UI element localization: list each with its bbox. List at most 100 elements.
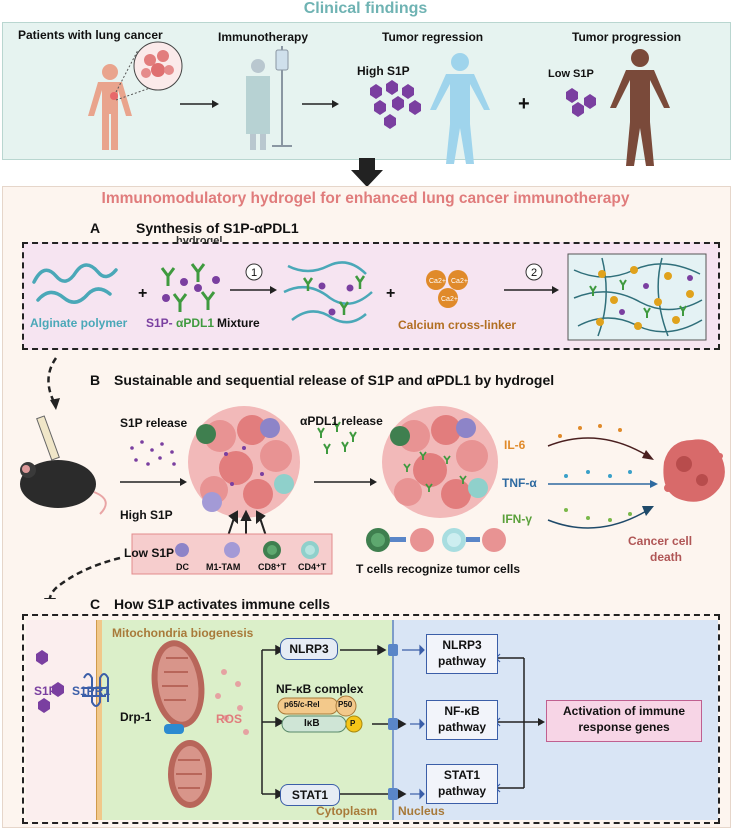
regression-figure-icon bbox=[430, 53, 490, 164]
stage-regression-label: Tumor regression bbox=[382, 30, 484, 44]
immune-cell-row-icons bbox=[175, 541, 319, 559]
clinical-findings-title: Clinical findings bbox=[303, 0, 428, 17]
cytoplasm-label: Cytoplasm bbox=[316, 804, 378, 818]
nfkb-complex-label: NF-κB complex bbox=[276, 682, 364, 696]
apdl1-label: αPDL1 bbox=[176, 316, 215, 330]
cancer-cell-death-label-2: death bbox=[650, 550, 683, 564]
stat1-pathway-label-2: pathway bbox=[437, 784, 486, 798]
patient-figure-icon bbox=[88, 64, 132, 150]
high-s1p-tumor-label: High S1P bbox=[120, 508, 173, 522]
lung-tumor-zoom-icon bbox=[115, 41, 183, 101]
s1p-label: S1P- bbox=[146, 316, 173, 330]
step-2-label: 2 bbox=[531, 267, 537, 279]
cell-label-cd8-t: CD8⁺T bbox=[258, 562, 287, 572]
ros-dots-icon bbox=[215, 669, 249, 735]
activation-label-2: response genes bbox=[578, 720, 670, 734]
nlrp3-label: NLRP3 bbox=[289, 642, 329, 656]
s1p-release-dots bbox=[130, 440, 176, 466]
nlrp3-pathway-label-2: pathway bbox=[437, 654, 486, 668]
panel-c-title: How S1P activates immune cells bbox=[114, 596, 331, 612]
nfkb-pathway-label-2: pathway bbox=[437, 720, 486, 734]
high-s1p-label: High S1P bbox=[357, 64, 410, 78]
panel-a-title: Synthesis of S1P-αPDL1 bbox=[136, 220, 299, 236]
tumor-cluster-icon bbox=[188, 406, 300, 518]
cytokine-ifng-label: IFN-γ bbox=[502, 512, 532, 526]
cell-label-m1-tam: M1-TAM bbox=[206, 562, 241, 572]
s1p-molecules-high-icon bbox=[370, 80, 421, 129]
phospho-label: P bbox=[350, 719, 356, 728]
panel-c-letter: C bbox=[90, 596, 101, 612]
main-title: Immunomodulatory hydrogel for enhanced l… bbox=[101, 190, 630, 207]
ros-label: ROS bbox=[216, 712, 243, 726]
low-s1p-label: Low S1P bbox=[548, 68, 594, 80]
p50-label: P50 bbox=[338, 700, 353, 709]
stat1-label: STAT1 bbox=[291, 788, 329, 802]
cytokine-il6-label: IL-6 bbox=[504, 438, 526, 452]
stage-patients-label: Patients with lung cancer bbox=[18, 28, 163, 42]
s1pr1-receptor-icon bbox=[82, 673, 109, 707]
s1p-molecules-low-icon bbox=[566, 88, 596, 117]
mitochondria-icon bbox=[151, 640, 212, 808]
nfkb-pathway-box bbox=[426, 700, 498, 740]
activation-box bbox=[546, 700, 702, 742]
crosslinked-hydrogel-icon bbox=[567, 253, 707, 341]
low-s1p-vessel-label: Low S1P bbox=[124, 546, 175, 560]
t-cells-recognize-label: T cells recognize tumor cells bbox=[356, 562, 521, 576]
calcium-crosslinker-label: Calcium cross-linker bbox=[398, 318, 517, 332]
s1p-release-label: S1P release bbox=[120, 416, 188, 430]
calcium-ions-icon: Ca2+ Ca2+ Ca2+ bbox=[426, 270, 468, 308]
panel-b-letter: B bbox=[90, 372, 101, 388]
nucleus-label: Nucleus bbox=[398, 804, 445, 818]
apdl1-release-label: αPDL1 release bbox=[300, 414, 383, 428]
activation-label-1: Activation of immune bbox=[562, 704, 685, 718]
cytokine-arrows-icon bbox=[547, 424, 658, 529]
alginate-polymer-icon bbox=[32, 263, 118, 304]
svg-text:+: + bbox=[138, 285, 147, 302]
nlrp3-pathway-label-1: NLRP3 bbox=[442, 638, 482, 652]
drp1-label: Drp-1 bbox=[120, 710, 152, 724]
progression-figure-icon bbox=[610, 49, 670, 166]
antibody-s1p-mixture-icon bbox=[160, 263, 220, 312]
cytokine-tnfa-label: TNF-α bbox=[502, 476, 537, 490]
panel-a-letter: A bbox=[90, 220, 101, 236]
cell-label-dc: DC bbox=[176, 562, 189, 572]
mitochondria-biogenesis-label: Mitochondria biogenesis bbox=[112, 626, 254, 640]
stat1-cytoplasm-box bbox=[280, 784, 340, 806]
stat1-pathway-label-1: STAT1 bbox=[443, 768, 481, 782]
down-arrow-icon bbox=[351, 158, 383, 187]
panel-c-illustration bbox=[36, 640, 545, 808]
svg-text:Ca2+: Ca2+ bbox=[451, 278, 468, 285]
s1p-ligand-label: S1P bbox=[34, 684, 57, 698]
panel-a-illustration: + 1 + Ca2+ Ca2+ Ca2+ bbox=[32, 253, 707, 341]
panel-a-title-overlap: hydrogel bbox=[176, 235, 223, 242]
iv-patient-icon bbox=[246, 46, 292, 150]
t-cell-recognition-icon bbox=[366, 528, 506, 552]
nuclear-pore-icons bbox=[388, 644, 398, 800]
svg-text:Ca2+: Ca2+ bbox=[429, 278, 446, 285]
nfkb-pathway-label-1: NF-κB bbox=[444, 704, 480, 718]
svg-text:Ca2+: Ca2+ bbox=[441, 296, 458, 303]
ikb-label: IκB bbox=[304, 718, 320, 729]
cell-label-cd4-t: CD4⁺T bbox=[298, 562, 327, 572]
svg-text:+: + bbox=[386, 285, 395, 302]
panel-b-title: Sustainable and sequential release of S1… bbox=[114, 372, 555, 388]
panel-c-box bbox=[22, 614, 720, 824]
alginate-polymer-label: Alginate polymer bbox=[30, 316, 128, 330]
antibody-release-icon bbox=[317, 421, 357, 454]
p65-crel-label: p65/c-Rel bbox=[284, 700, 320, 709]
arrow-icon bbox=[180, 100, 219, 108]
nfkb-complex-icon bbox=[277, 695, 363, 733]
step-1-label: 1 bbox=[251, 267, 257, 279]
s1p-hexagon-icons bbox=[36, 650, 64, 713]
stage-progression-label: Tumor progression bbox=[572, 30, 682, 44]
stat1-pathway-box bbox=[426, 764, 498, 804]
arrow-icon bbox=[302, 100, 339, 108]
clinical-findings-illustration: + bbox=[88, 41, 670, 166]
mixture-label: Mixture bbox=[217, 316, 260, 330]
nlrp3-cytoplasm-box bbox=[280, 638, 338, 660]
mixed-polymer-network-icon bbox=[283, 261, 373, 324]
tumor-with-antibodies-icon bbox=[382, 406, 498, 518]
stage-immunotherapy-label: Immunotherapy bbox=[218, 30, 309, 44]
plus-sign: + bbox=[518, 93, 530, 115]
panel-b-illustration bbox=[20, 357, 725, 599]
